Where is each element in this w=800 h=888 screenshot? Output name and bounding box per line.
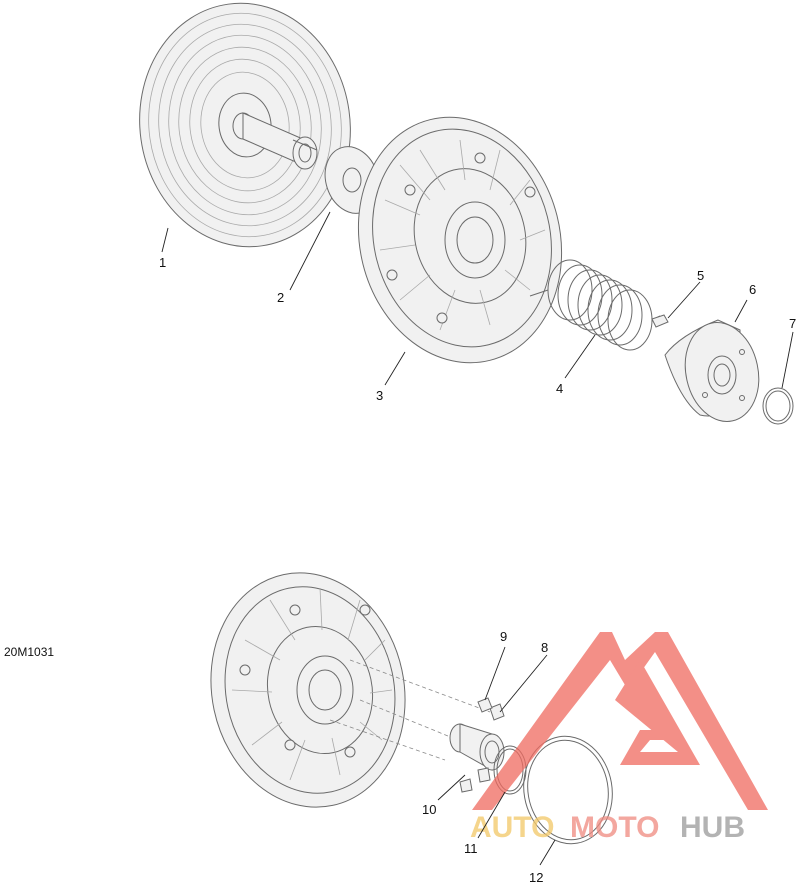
part-12-ring [523,735,613,845]
callout-2: 2 [277,290,284,305]
callout-12: 12 [529,870,543,885]
automotohub-logo: AUTO MOTO HUB [470,632,768,844]
leader-lines [161,211,794,866]
callout-11: 11 [464,841,478,856]
part-9-slider-shoe [477,697,493,713]
logo-word-hub: HUB [680,811,745,844]
callout-10: 10 [422,802,436,817]
callout-8: 8 [541,640,548,655]
part-4-spring [529,259,661,351]
logo-word-auto: AUTO [470,811,554,844]
part-6-cam [664,319,760,422]
callout-1: 1 [159,255,166,270]
part-1-fixed-sheave [139,2,351,248]
callout-9: 9 [500,629,507,644]
part-8-slider-shoe [489,703,505,721]
part-5-slider-button [651,314,669,328]
callout-5: 5 [697,268,704,283]
part-3-movable-sheave [357,116,563,364]
callout-7: 7 [789,316,796,331]
callout-3: 3 [376,388,383,403]
callout-labels: 1 2 3 4 5 6 7 8 9 10 11 12 [159,255,796,885]
part-7-retaining-ring [762,387,794,425]
logo-word-moto: MOTO [570,811,659,844]
diagram-code: 20M1031 [4,645,54,659]
lower-sheave-assembly [210,572,491,808]
callout-6: 6 [749,282,756,297]
callout-4: 4 [556,381,563,396]
